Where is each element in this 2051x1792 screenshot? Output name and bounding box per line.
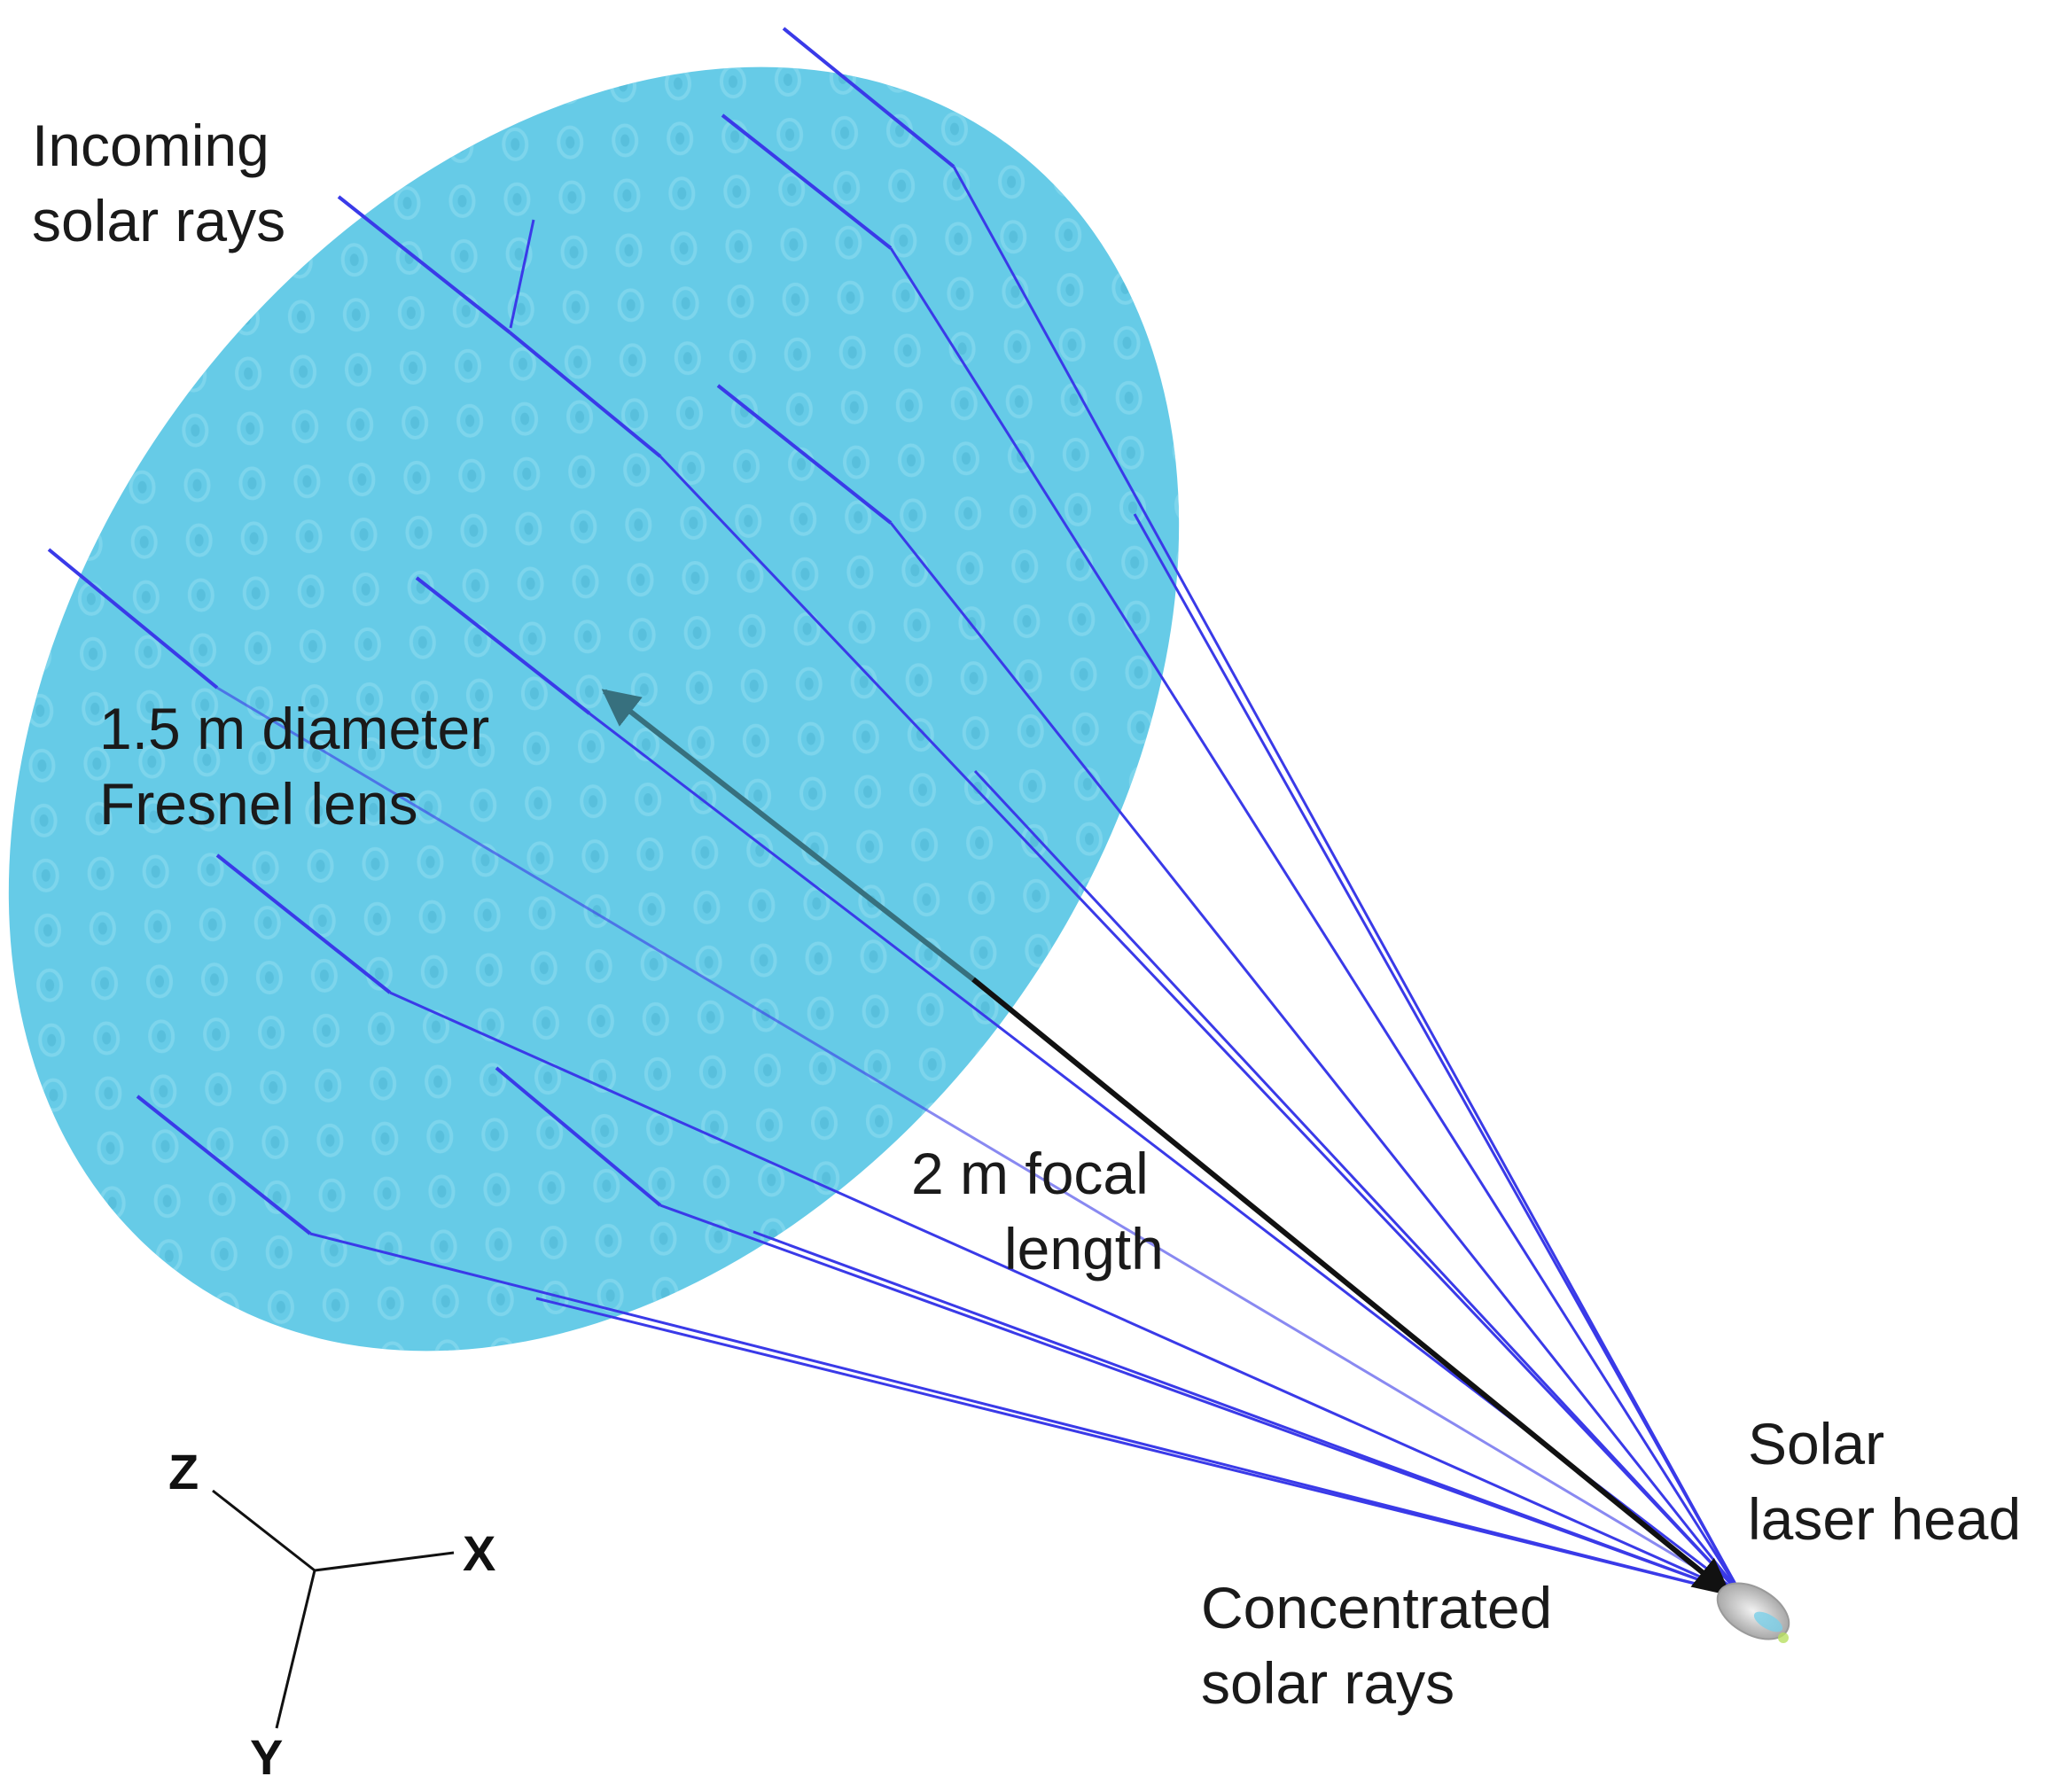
concentrated-ray	[889, 522, 1743, 1596]
incoming-ray	[47, 548, 219, 690]
laser-head-core	[1753, 1611, 1783, 1632]
fresnel-lens	[8, 66, 1180, 1352]
y-axis-label: Y	[250, 1729, 283, 1785]
concentrated-ray	[216, 686, 1743, 1597]
z-axis-line	[212, 1489, 316, 1572]
concentrated-ray	[973, 769, 1743, 1597]
incoming-ray	[508, 331, 662, 458]
focal-arrow-outer	[971, 977, 1732, 1596]
concentrated-ray	[952, 166, 1743, 1596]
incoming-rays-label-line2: solar rays	[32, 188, 285, 253]
incoming-ray	[215, 853, 392, 994]
laser-head-glow	[1778, 1632, 1789, 1643]
x-axis-line	[314, 1551, 455, 1572]
concentrated-ray	[309, 1232, 1743, 1597]
laser-head-label-line1: Solar	[1748, 1411, 1884, 1476]
focal-length-label-line2: length	[1004, 1216, 1164, 1282]
incoming-ray	[509, 219, 535, 329]
incoming-ray	[716, 384, 893, 525]
y-axis-line	[275, 1570, 316, 1729]
incoming-ray	[721, 113, 893, 250]
solar-laser-head	[1716, 1582, 1790, 1643]
concentrated-rays-label-line1: Concentrated	[1201, 1575, 1552, 1640]
incoming-rays-label-line1: Incoming	[32, 113, 269, 178]
incoming-ray	[782, 27, 955, 168]
incoming-ray	[337, 195, 511, 334]
incoming-ray	[415, 576, 591, 715]
concentrated-ray	[889, 247, 1743, 1596]
lens-texture	[8, 66, 1180, 1352]
concentrated-ray	[535, 1297, 1743, 1597]
x-axis-label: X	[463, 1525, 495, 1581]
solar-rays	[47, 27, 1743, 1597]
axis-triad	[212, 1489, 455, 1729]
incoming-ray	[495, 1066, 662, 1207]
focal-length-arrow	[601, 689, 1732, 1596]
lens-label-line1: 1.5 m diameter	[99, 696, 489, 761]
concentrated-ray	[659, 455, 1743, 1597]
focal-arrow-inner	[601, 689, 975, 982]
laser-head-label-line2: laser head	[1748, 1486, 2021, 1552]
concentrated-ray	[753, 1230, 1743, 1597]
z-axis-label: Z	[168, 1444, 199, 1500]
concentrated-ray	[1133, 513, 1743, 1596]
lens-label-line2: Fresnel lens	[99, 771, 418, 837]
concentrated-rays-label-line2: solar rays	[1201, 1650, 1454, 1716]
concentrated-ray	[389, 991, 1743, 1597]
incoming-ray	[136, 1095, 312, 1235]
focal-length-label-line1: 2 m focal	[911, 1141, 1149, 1206]
